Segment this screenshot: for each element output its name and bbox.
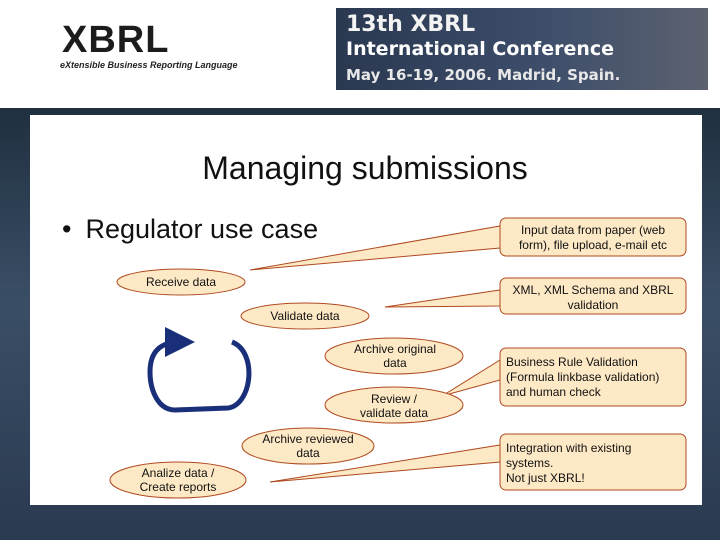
- bullet-text: Regulator use case: [85, 214, 319, 244]
- banner-line-3: May 16-19, 2006. Madrid, Spain.: [346, 66, 621, 84]
- note-input: Input data from paper (web form), file u…: [518, 223, 668, 252]
- step-validate: Validate data: [270, 309, 340, 323]
- step-review: Review / validate data: [359, 392, 429, 420]
- note-integration-box: [499, 433, 687, 491]
- callout-input: [249, 225, 501, 271]
- callout-xml: [384, 289, 501, 308]
- step-receive: Receive data: [145, 275, 217, 289]
- note-integration: Integration with existing systems. Not j…: [506, 441, 632, 485]
- step-archive-reviewed: Archive reviewed data: [262, 432, 354, 460]
- step-archive-original: Archive original data: [353, 342, 437, 370]
- step-archive-reviewed-shape: [241, 427, 375, 465]
- bullet-dot-icon: •: [62, 214, 72, 244]
- step-review-shape: [324, 386, 464, 424]
- slide-title: Managing submissions: [202, 150, 528, 186]
- step-receive-shape: [116, 268, 246, 296]
- note-business: Business Rule Validation (Formula linkba…: [506, 355, 660, 399]
- banner-line-1: 13th XBRL: [346, 12, 476, 37]
- note-xml: XML, XML Schema and XBRL validation: [512, 283, 674, 312]
- header: XBRL eXtensible Business Reporting Langu…: [0, 0, 720, 108]
- conference-banner: 13th XBRL International Conference May 1…: [336, 8, 708, 90]
- xbrl-logo: XBRL eXtensible Business Reporting Langu…: [60, 18, 238, 78]
- banner-line-2: International Conference: [346, 38, 615, 60]
- step-analyze-shape: [109, 461, 247, 499]
- step-validate-shape: [240, 302, 370, 330]
- note-input-box: [499, 217, 687, 257]
- logo-tagline: eXtensible Business Reporting Language: [60, 60, 238, 70]
- step-archive-original-shape: [324, 337, 464, 375]
- logo-word: XBRL: [62, 19, 170, 61]
- step-analyze: Analize data / Create reports: [139, 466, 217, 494]
- cycle-arrow-icon: [147, 327, 252, 413]
- bullet-item: • Regulator use case: [62, 214, 318, 245]
- note-business-box: [499, 347, 687, 407]
- note-xml-box: [499, 277, 687, 315]
